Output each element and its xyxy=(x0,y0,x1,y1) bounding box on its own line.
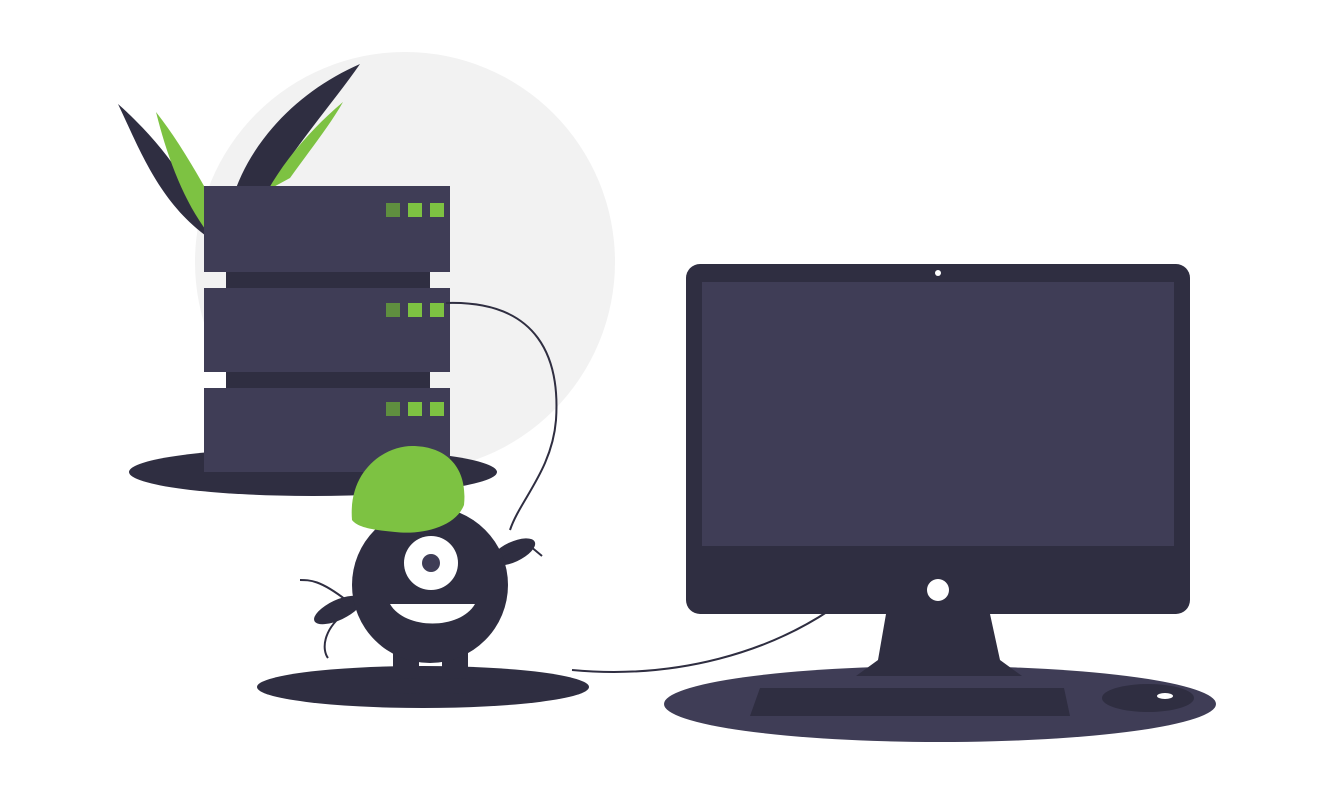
power-button-icon xyxy=(927,579,949,601)
keyboard-icon xyxy=(750,688,1070,716)
monitor-cable-icon xyxy=(571,609,831,673)
server-status-lights xyxy=(386,203,444,416)
cable-icon xyxy=(445,301,558,531)
mouse-icon xyxy=(1102,684,1194,712)
webcam-dot xyxy=(935,270,941,276)
server-rack-icon xyxy=(204,186,450,472)
monitor-icon xyxy=(686,264,1190,676)
monster-icon xyxy=(299,446,543,694)
monitor-screen xyxy=(702,282,1174,546)
monitor-stand xyxy=(856,614,1022,676)
leaf-icon xyxy=(118,64,360,240)
